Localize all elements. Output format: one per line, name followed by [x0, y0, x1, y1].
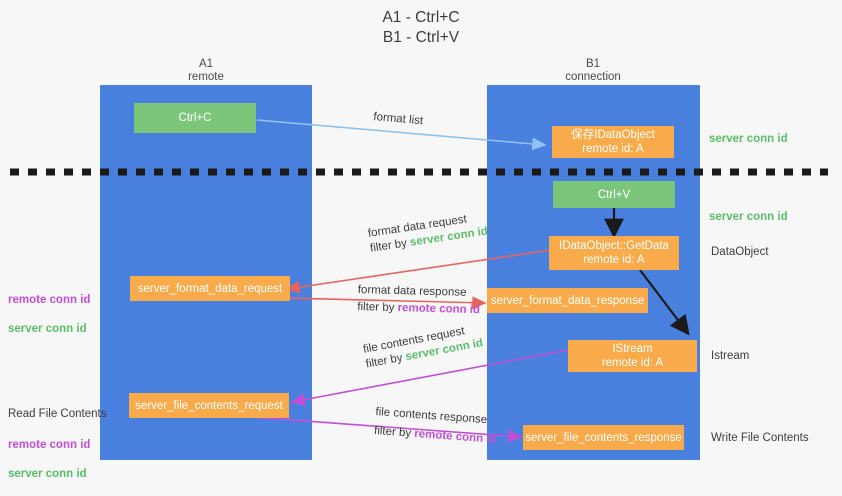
edgelabel-fcres-token: remote conn id	[413, 427, 497, 446]
node-istream[interactable]: IStream remote id: A	[568, 340, 697, 372]
label-istream: Istream	[711, 350, 750, 362]
edgelabel-file-contents-response: file contents response filter by remote …	[374, 405, 499, 448]
node-ctrl-c[interactable]: Ctrl+C	[134, 103, 256, 133]
label-server-conn-id-1: server conn id	[709, 133, 788, 145]
diagram-canvas: A1 - Ctrl+C B1 - Ctrl+V A1 remote B1 con…	[8, 9, 828, 480]
label-read-server-conn-id: server conn id	[8, 468, 87, 480]
label-format-server-conn-id: server conn id	[8, 323, 87, 335]
edgelabel-fdres-line2: filter by remote conn id	[357, 300, 480, 318]
page-title: A1 - Ctrl+C B1 - Ctrl+V	[382, 9, 460, 46]
node-server-format-data-request[interactable]: server_format_data_request	[130, 276, 290, 301]
label-dataobject: DataObject	[711, 246, 769, 258]
label-read-file-contents: Read File Contents	[8, 408, 107, 420]
edgelabel-fdres-prefix: filter by	[357, 300, 398, 315]
edgelabel-fcres-prefix: filter by	[373, 424, 415, 440]
node-server-file-contents-response[interactable]: server_file_contents_response	[523, 425, 684, 450]
edgelabel-fdres-line1: format data response	[357, 283, 467, 299]
edgelabel-format-data-response: format data response filter by remote co…	[357, 283, 480, 318]
node-store-idataobject[interactable]: 保存IDataObject remote id: A	[552, 126, 674, 158]
label-read-remote-conn-id: remote conn id	[8, 439, 91, 451]
panel-a1-label: A1 remote	[188, 58, 224, 83]
edgelabel-fdres-token: remote conn id	[397, 302, 481, 317]
panel-b1-label: B1 connection	[565, 58, 621, 83]
node-server-format-data-response[interactable]: server_format_data_response	[487, 288, 648, 313]
edgelabel-format-list: format list	[373, 110, 424, 129]
node-server-file-contents-request[interactable]: server_file_contents_request	[129, 393, 289, 418]
label-server-conn-id-2: server conn id	[709, 211, 788, 223]
node-ctrl-v[interactable]: Ctrl+V	[553, 181, 675, 208]
edgelabel-format-data-request: format data request filter by server con…	[367, 210, 489, 257]
edgelabel-format-list-line1: format list	[372, 110, 424, 128]
label-read-file-contents-group: Read File Contents remote conn id server…	[8, 392, 113, 496]
label-format-remote-conn-id: remote conn id	[8, 294, 91, 306]
node-getdata[interactable]: IDataObject::GetData remote id: A	[549, 236, 679, 270]
label-write-file-contents: Write File Contents	[711, 432, 809, 444]
edgelabel-file-contents-request: file contents request filter by server c…	[362, 321, 484, 372]
label-format-conn-ids: remote conn id server conn id	[8, 278, 96, 351]
